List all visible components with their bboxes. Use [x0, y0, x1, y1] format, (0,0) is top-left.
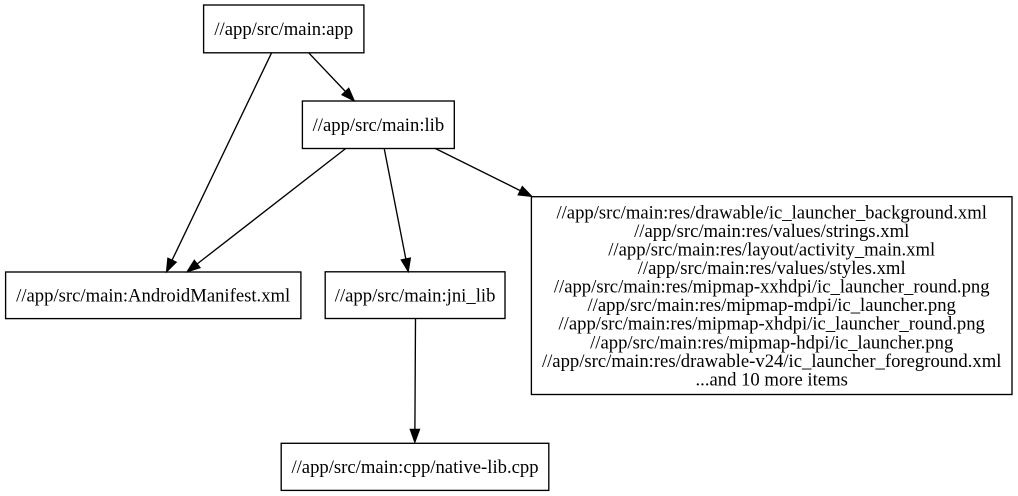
svg-text://app/src/main:res/mipmap-xxhd: //app/src/main:res/mipmap-xxhdpi/ic_laun… [554, 277, 990, 298]
svg-text://app/src/main:res/mipmap-mdpi: //app/src/main:res/mipmap-mdpi/ic_launch… [588, 295, 956, 316]
svg-text://app/src/main:res/layout/acti: //app/src/main:res/layout/activity_main.… [608, 240, 935, 261]
svg-text://app/src/main:app: //app/src/main:app [214, 19, 353, 40]
svg-text://app/src/main:res/mipmap-xhdp: //app/src/main:res/mipmap-xhdpi/ic_launc… [558, 314, 984, 335]
svg-text://app/src/main:cpp/native-lib.: //app/src/main:cpp/native-lib.cpp [291, 457, 538, 478]
svg-text://app/src/main:res/values/stri: //app/src/main:res/values/strings.xml [634, 221, 909, 242]
svg-text:...and 10 more items: ...and 10 more items [696, 369, 848, 390]
svg-text://app/src/main:lib: //app/src/main:lib [313, 115, 445, 136]
svg-text://app/src/main:res/drawable/ic: //app/src/main:res/drawable/ic_launcher_… [556, 202, 987, 223]
svg-text://app/src/main:AndroidManifest: //app/src/main:AndroidManifest.xml [16, 286, 290, 307]
svg-text://app/src/main:res/mipmap-hdpi: //app/src/main:res/mipmap-hdpi/ic_launch… [590, 332, 953, 353]
svg-text://app/src/main:jni_lib: //app/src/main:jni_lib [335, 285, 496, 306]
svg-text://app/src/main:res/values/styl: //app/src/main:res/values/styles.xml [638, 258, 906, 279]
svg-text://app/src/main:res/drawable-v2: //app/src/main:res/drawable-v24/ic_launc… [542, 351, 1002, 372]
